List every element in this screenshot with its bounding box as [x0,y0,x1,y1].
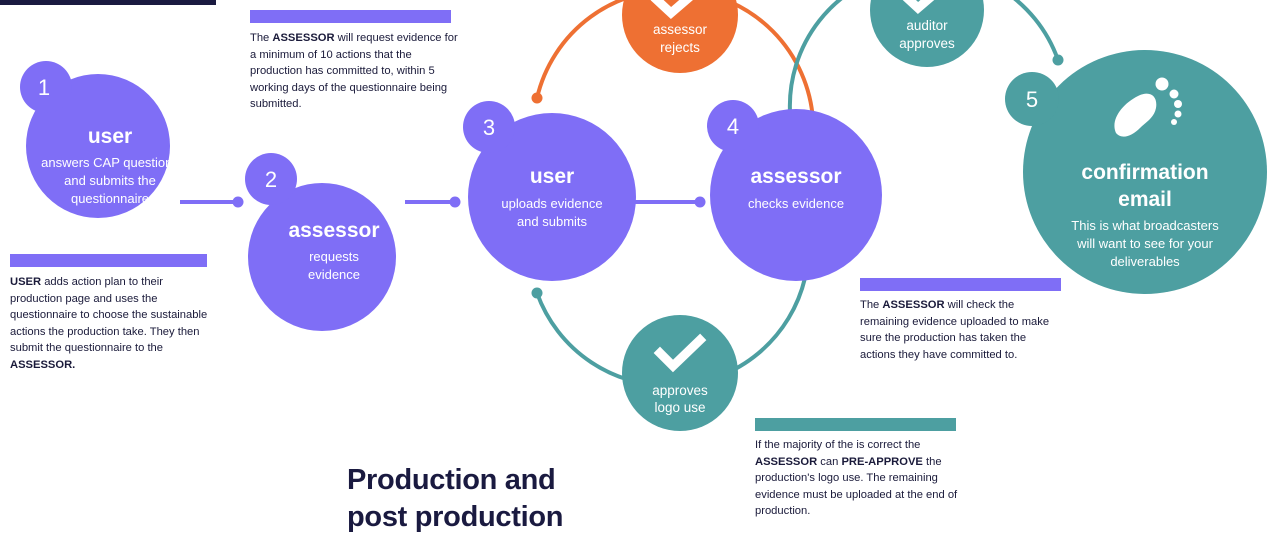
note-2: The ASSESSOR will request evidence for a… [250,30,460,113]
step-2-title: assessor [288,219,379,242]
heading-line: post production [347,501,564,533]
note-text: the production's logo use. The remaining… [755,455,958,518]
step-4-number: 4 [727,114,739,139]
step-1-line: and submits the [64,173,156,188]
step-2-number: 2 [265,167,277,192]
rejects-circle [622,0,738,73]
note-3-bar [860,278,1061,291]
step-5-title: email [1118,188,1172,211]
note-1-bar [10,254,207,267]
rejects-line: assessor [653,22,708,37]
note-text: The [860,299,883,311]
connector-dot [232,196,244,208]
note-bold: PRE-APPROVE [841,455,923,468]
footprint-icon [1114,77,1182,137]
rejects-line: rejects [660,40,700,55]
step-1-badge [20,61,72,113]
check-icon [650,0,693,20]
step-5-circle [1023,50,1267,294]
step-1-line: questionnaire [71,191,149,206]
note-bold: ASSESSOR. [10,358,76,371]
step-2-badge [245,153,297,205]
step-4-title: assessor [750,165,841,188]
auditor-line: approves [899,36,955,51]
note-text: will request evidence for a minimum of 1… [250,32,458,110]
step-2-line: requests [309,249,359,264]
logo-line: logo use [654,400,705,415]
step-2-line: evidence [308,267,360,282]
note-bold: USER [10,276,42,288]
step-4-circle [710,109,882,281]
auditor-circle [870,0,984,67]
step-3-number: 3 [483,115,495,140]
note-text: will check the remaining evidence upload… [860,299,1050,361]
approve-loop [787,0,1060,113]
note-text: The [250,32,273,44]
note-bold: ASSESSOR [882,299,945,311]
step-5-badge [1005,72,1059,126]
top-divider [0,0,216,5]
step-5-number: 5 [1026,87,1038,112]
step-5-line: deliverables [1110,254,1180,269]
note-bold: ASSESSOR [755,455,818,468]
step-4-line: checks evidence [748,196,844,211]
page-heading: Production and post production [347,462,563,536]
heading-line: Production and [347,464,556,496]
note-bold: ASSESSOR [272,32,335,44]
step-3-line: and submits [517,214,588,229]
logo-approve-circle [622,315,738,431]
note-text: If the majority of the is correct the [755,439,921,451]
note-2-bar [250,10,451,23]
approve-loop-end [1052,54,1064,66]
connector-dot [694,196,706,208]
logo-line: approves [652,383,708,398]
auditor-line: auditor [906,18,948,33]
note-4: If the majority of the is correct the AS… [755,437,961,520]
reject-loop-end [531,92,543,104]
check-icon [653,333,707,373]
note-text: adds action plan to their production pag… [10,276,208,354]
step-5-line: will want to see for your [1076,236,1214,251]
step-3-title: user [530,165,574,188]
connector-dot [449,196,461,208]
note-3: The ASSESSOR will check the remaining ev… [860,297,1060,363]
step-2-circle [248,183,396,331]
note-1: USER adds action plan to their productio… [10,274,210,373]
step-3-line: uploads evidence [501,196,602,211]
step-1-circle [26,74,170,218]
step-3-circle [468,113,636,281]
step-4-badge [707,100,759,152]
step-3-badge [463,101,515,153]
step-5-title: confirmation [1081,161,1208,184]
check-icon [902,0,935,15]
step-5-line: This is what broadcasters [1071,218,1219,233]
step-1-number: 1 [38,75,50,100]
logo-loop-end [531,287,543,299]
step-1-line: answers CAP questions [41,155,179,170]
note-text: can [817,455,842,468]
step-1-title: user [88,125,132,148]
note-4-bar [755,418,956,431]
